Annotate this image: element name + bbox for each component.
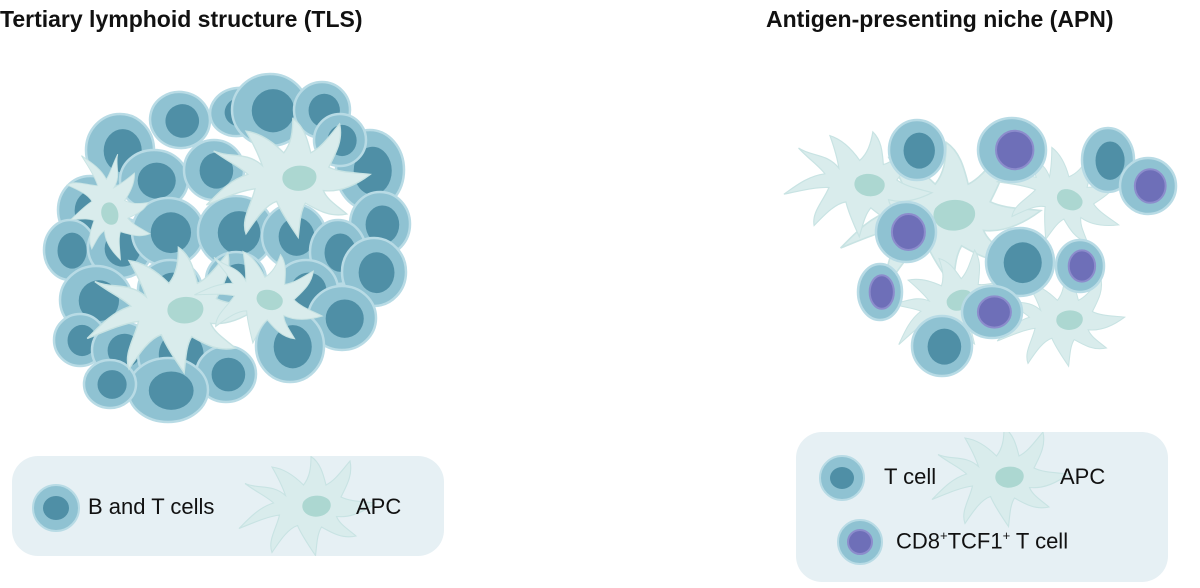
tls-legend: B and T cells APC xyxy=(12,456,444,556)
lymphocyte-cell xyxy=(887,118,947,182)
lymphocyte-cell xyxy=(42,218,98,282)
t-cell-legend-icon xyxy=(819,455,865,501)
lymphocyte-cell xyxy=(126,356,210,424)
lymphocyte-cell xyxy=(194,344,258,404)
apc-cell xyxy=(194,250,324,345)
apn-legend: T cell APC CD8+TCF1+ T cell xyxy=(796,432,1168,582)
cd8-tcf1-t-cell xyxy=(1054,238,1106,294)
t-cell-label: T cell xyxy=(884,464,937,489)
cd8-tcf1-t-cell xyxy=(1118,156,1178,216)
tls-title: Tertiary lymphoid structure (TLS) xyxy=(0,6,363,32)
cd8-tcf1-t-cell xyxy=(960,284,1024,340)
apn-title: Antigen-presenting niche (APN) xyxy=(766,6,1114,32)
lymphocyte-cell xyxy=(82,358,138,410)
cd8-tcf1-t-cell xyxy=(856,262,904,322)
apc-label-right: APC xyxy=(1060,464,1106,489)
lymphocyte-cell xyxy=(118,148,190,212)
apc-cell xyxy=(996,272,1126,368)
apc-cell xyxy=(86,245,262,375)
lymphocyte-cell xyxy=(984,226,1056,298)
lymphocyte-cell xyxy=(148,90,212,150)
b-t-cells-label: B and T cells xyxy=(88,494,215,519)
apc-cell xyxy=(205,117,372,240)
tls-cluster xyxy=(42,72,412,424)
lymphocyte-cell xyxy=(910,314,974,378)
apc-legend-icon xyxy=(238,456,377,556)
apc-cell xyxy=(66,153,152,261)
cd8-tcf1-t-cell xyxy=(976,116,1048,184)
apc-label-left: APC xyxy=(356,494,402,519)
lymphocyte-cell xyxy=(254,308,326,384)
apn-cluster xyxy=(783,116,1178,378)
cd8-tcf1-t-cell-legend-icon xyxy=(837,519,883,565)
cd8-tcf1-t-cell-label: CD8+TCF1+ T cell xyxy=(896,528,1069,554)
lymphocyte-cell xyxy=(306,284,378,352)
b-t-cell-legend-icon xyxy=(32,484,80,532)
cd8-tcf1-t-cell xyxy=(874,200,938,264)
apc-legend-icon xyxy=(931,432,1070,529)
